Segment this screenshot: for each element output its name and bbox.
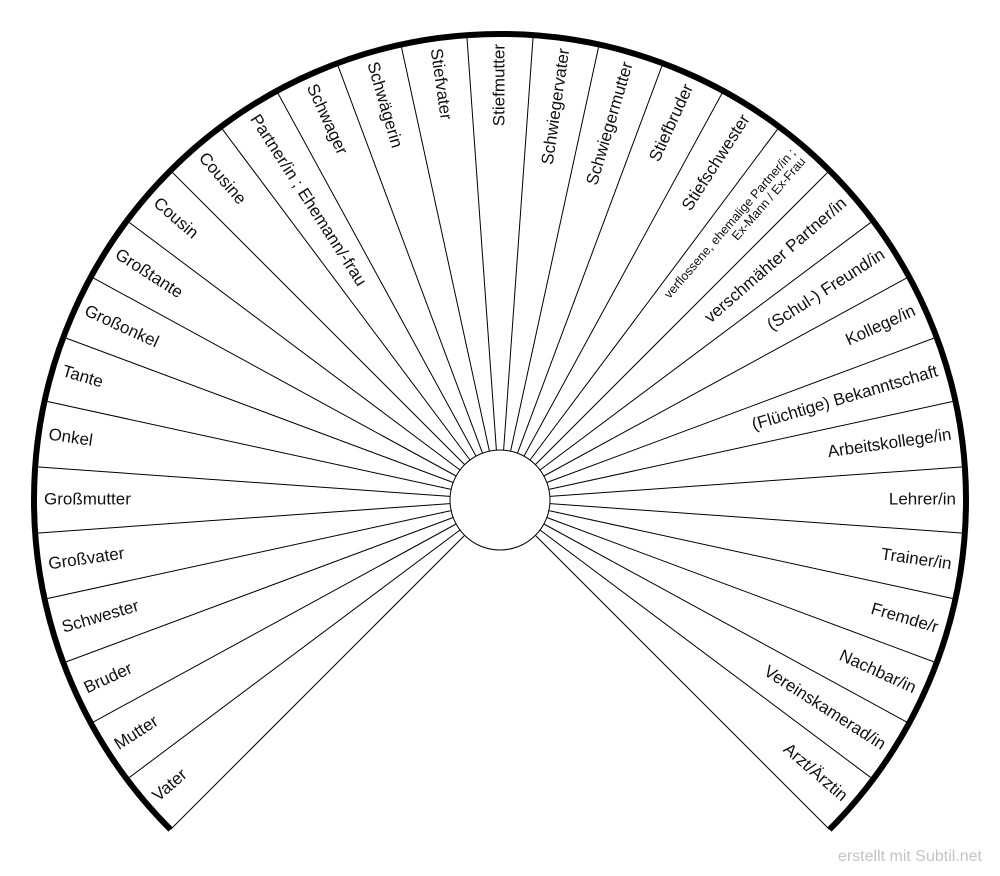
segment-label: Schwägerin	[363, 60, 406, 151]
wheel-spoke	[44, 400, 452, 490]
wheel-spoke	[276, 90, 477, 457]
wheel-spoke	[35, 466, 451, 497]
segment-label: Mutter	[111, 711, 162, 753]
segment-label: Großvater	[47, 544, 126, 574]
wheel-spoke	[539, 220, 874, 471]
segment-label: Trainer/in	[880, 544, 953, 573]
wheel-spoke	[517, 63, 664, 454]
credit-text: erstellt mit Subtil.net	[837, 848, 982, 865]
segment-label: Onkel	[47, 425, 94, 450]
wheel-spoke	[548, 400, 956, 490]
wheel-spoke	[63, 517, 454, 664]
segment-label: Cousin	[150, 193, 202, 242]
segment-label: Vater	[149, 765, 191, 805]
segment-label: Schwester	[60, 596, 142, 637]
wheel-spoke	[220, 126, 471, 461]
segment-label: Lehrer/in	[889, 489, 956, 508]
wheel-spoke	[63, 336, 454, 483]
wheel-spoke	[535, 535, 830, 830]
segment-label: Großtante	[112, 245, 187, 302]
segment-label: Nachbar/in	[836, 646, 919, 697]
segment-label: Bruder	[81, 658, 136, 697]
segment-label: Tante	[60, 361, 105, 391]
wheel-spoke	[44, 510, 452, 600]
wheel-spoke	[548, 510, 956, 600]
wheel-spoke	[170, 170, 465, 465]
wheel-spoke	[400, 44, 490, 452]
segment-label: Großmutter	[44, 489, 131, 508]
segment-label: Schwiegervater	[538, 47, 574, 166]
segment-label: Arzt/Ärztin	[780, 739, 852, 805]
wheel-spoke	[466, 35, 497, 451]
wheel-spoke	[543, 523, 910, 724]
wheel-spoke	[546, 336, 937, 483]
segment-label: Stiefmutter	[489, 44, 508, 127]
wheel-rim	[31, 31, 969, 832]
segment-label: Stiefvater	[427, 47, 456, 121]
wheel-spoke	[126, 220, 461, 471]
wheel-spoke	[35, 503, 451, 534]
wheel-spoke	[336, 63, 483, 454]
wheel-spoke	[170, 535, 465, 830]
wheel-spoke	[546, 517, 937, 664]
wheel-spoke	[90, 523, 457, 724]
wheel-spoke	[535, 170, 830, 465]
wheel-spokes	[35, 35, 965, 830]
segment-label: Cousine	[195, 149, 250, 209]
wheel-hub	[449, 449, 551, 551]
segment-label: Stiefbruder	[645, 81, 697, 165]
segment-label: Schwiegermutter	[582, 59, 636, 187]
wheel-spoke	[523, 90, 724, 457]
wheel-spoke	[503, 35, 534, 451]
segment-label: verschmähter Partner/in	[701, 193, 851, 326]
segment-label: Kollege/in	[843, 301, 919, 349]
wheel-spoke	[549, 503, 965, 534]
segment-label: Schwager	[303, 81, 352, 158]
segment-label: (Flüchtige) Bekanntschaft	[750, 361, 941, 434]
segment-label: Arbeitskollege/in	[826, 425, 952, 462]
wheel-spoke	[126, 529, 461, 780]
wheel-spoke	[543, 276, 910, 477]
wheel-spoke	[539, 529, 874, 780]
wheel-spoke	[510, 44, 600, 452]
segment-label: Fremde/r	[869, 599, 941, 637]
wheel-spoke	[549, 466, 965, 497]
wheel-spoke	[529, 126, 780, 461]
wheel-spoke	[90, 276, 457, 477]
segment-label: Partner/in ; Ehemann/-frau	[246, 111, 370, 290]
